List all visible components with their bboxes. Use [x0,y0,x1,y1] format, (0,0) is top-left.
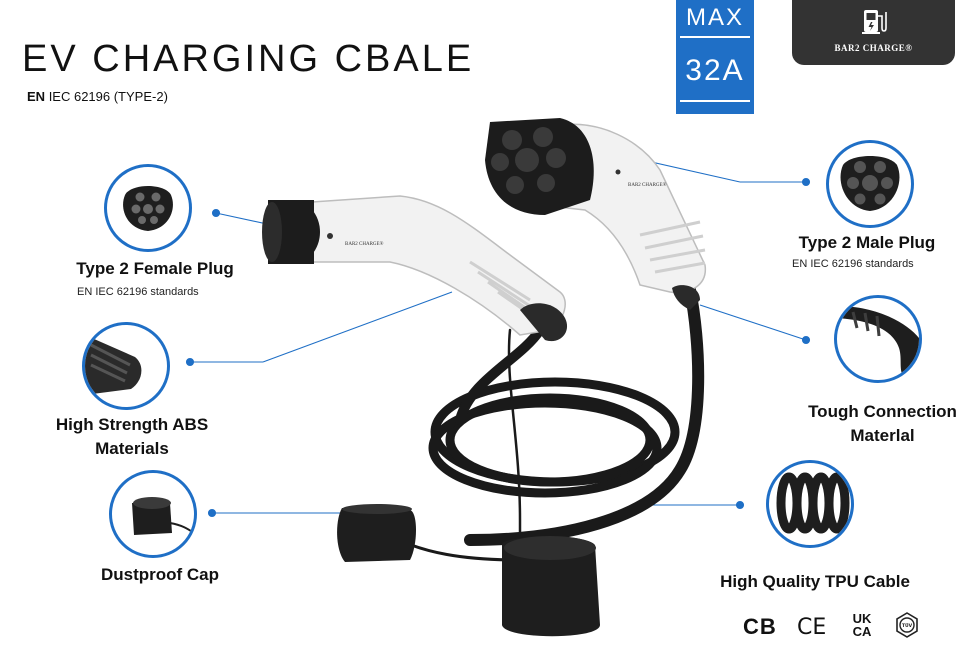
abs-label-line1: High Strength ABS [55,415,209,434]
abs-label-line2: Materials [95,439,169,458]
female-plug: BAR2 CHARGE® [262,195,568,342]
tuv-mark-text: TÜV [902,622,913,629]
brand-logo: BAR2 CHARGE® [792,0,955,65]
strain-relief-icon [837,306,919,380]
badge-max-label: MAX [685,4,744,31]
dust-cap-thumbnail [109,470,197,558]
abs-material-thumbnail [82,322,170,410]
type2-socket-icon [123,186,173,231]
charger-icon [862,10,887,34]
connection-label-line2: Materlal [850,426,915,445]
page-title: EV CHARGING CBALE [22,38,475,80]
male-plug-thumbnail [826,140,914,228]
dust-cap-icon [132,497,194,535]
cb-mark: CB [743,614,777,639]
standard-text: IEC 62196 (TYPE-2) [48,89,168,104]
badge-divider [680,36,750,38]
type2-plug-face-icon [840,156,900,211]
male-plug: BAR2 CHARGE® [485,118,706,310]
dust-cap-label: Dustproof Cap [100,565,220,584]
connection-label-line1: Tough Connection [808,402,957,421]
connection-label: Tough Connection Materlal [800,400,965,448]
tpu-cable-label: High Quality TPU Cable [720,572,910,591]
connection-thumbnail [834,295,922,383]
female-plug-standard: EN IEC 62196 standards [77,286,199,298]
male-plug-label: Type 2 Male Plug [798,233,936,252]
ukca-mark: UK CA [852,611,872,639]
ce-mark: CE [797,615,827,640]
female-plug-brand-mark: BAR2 CHARGE® [345,241,384,247]
abs-material-label: High Strength ABS Materials [42,413,222,461]
female-plug-label: Type 2 Female Plug [76,259,234,278]
female-plug-thumbnail [104,164,192,252]
male-plug-brand-mark: BAR2 CHARGE® [628,182,667,188]
dust-caps [337,504,600,637]
coiled-cable-icon [776,472,850,534]
tpu-cable-thumbnail [766,460,854,548]
standard-subtitle: EN IEC 62196 (TYPE-2) [27,89,168,104]
badge-current-value: 32A [685,54,745,87]
brand-name: BAR2 CHARGE® [834,43,913,53]
badge-divider-bottom [680,100,750,102]
standard-prefix: EN [27,89,46,104]
male-plug-standard: EN IEC 62196 standards [792,258,914,270]
tuv-mark-icon: TÜV [896,612,918,638]
max-current-badge: MAX 32A [676,0,754,114]
handle-grip-icon [85,335,142,395]
